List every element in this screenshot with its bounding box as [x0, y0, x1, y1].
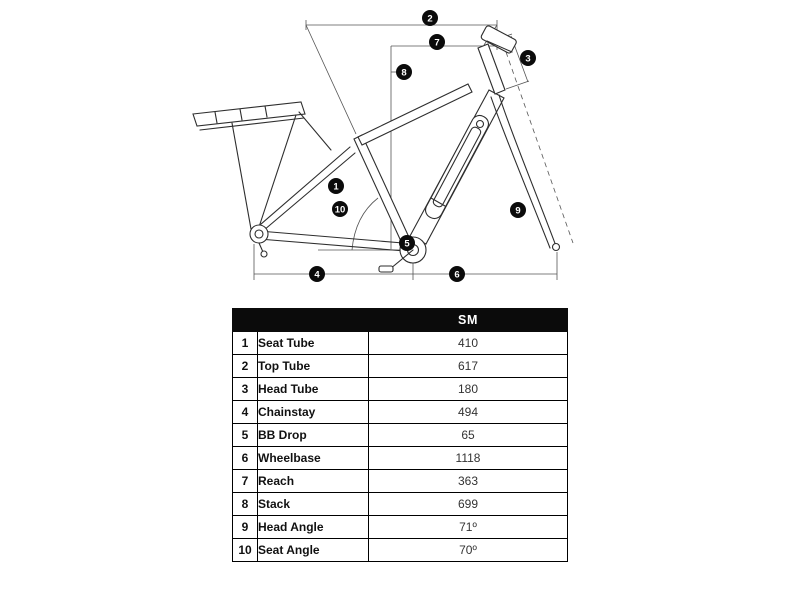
table-row: 10 Seat Angle 70º — [232, 538, 568, 562]
marker-5-circle — [399, 235, 415, 251]
rear-rack — [192, 101, 332, 231]
top-tube — [357, 83, 473, 146]
table-row: 5 BB Drop 65 — [232, 423, 568, 447]
row-label: Seat Tube — [257, 331, 369, 355]
marker-3-label: 3 — [525, 53, 530, 64]
row-label: Seat Angle — [257, 538, 369, 562]
marker-9-label: 9 — [515, 205, 520, 216]
row-num: 5 — [232, 423, 258, 447]
table-row: 9 Head Angle 71º — [232, 515, 568, 539]
row-value: 180 — [368, 377, 568, 401]
row-value: 699 — [368, 492, 568, 516]
marker-7-circle — [429, 34, 445, 50]
row-label: Stack — [257, 492, 369, 516]
marker-4-label: 4 — [314, 269, 320, 280]
table-row: 3 Head Tube 180 — [232, 377, 568, 401]
row-label: BB Drop — [257, 423, 369, 447]
marker-1-label: 1 — [333, 181, 339, 192]
table-header-row: SM — [232, 308, 568, 332]
row-num: 3 — [232, 377, 258, 401]
row-num: 4 — [232, 400, 258, 424]
row-label: Wheelbase — [257, 446, 369, 470]
geometry-table: SM 1 Seat Tube 410 2 Top Tube 617 3 Head… — [232, 308, 568, 562]
marker-8-circle — [396, 64, 412, 80]
marker-4-circle — [309, 266, 325, 282]
row-value: 617 — [368, 354, 568, 378]
header-num-cell — [232, 308, 258, 332]
row-label: Top Tube — [257, 354, 369, 378]
table-row: 2 Top Tube 617 — [232, 354, 568, 378]
head-tube — [477, 43, 506, 95]
marker-1: 1 — [328, 178, 344, 194]
marker-8: 8 — [396, 64, 412, 80]
marker-2-label: 2 — [427, 13, 432, 24]
chainstays — [258, 230, 406, 252]
marker-1-circle — [328, 178, 344, 194]
rear-hub — [249, 224, 269, 258]
row-num: 9 — [232, 515, 258, 539]
seat-stays — [252, 146, 356, 237]
table-row: 6 Wheelbase 1118 — [232, 446, 568, 470]
row-value: 363 — [368, 469, 568, 493]
marker-5-label: 5 — [404, 238, 410, 249]
row-num: 1 — [232, 331, 258, 355]
row-value: 494 — [368, 400, 568, 424]
bike-frame-diagram: 1 2 3 4 5 6 7 8 — [192, 10, 574, 282]
header-label-cell — [257, 308, 369, 332]
row-value: 1118 — [368, 446, 568, 470]
row-label: Chainstay — [257, 400, 369, 424]
marker-7-label: 7 — [434, 37, 439, 48]
row-num: 7 — [232, 469, 258, 493]
marker-4: 4 — [309, 266, 325, 282]
marker-7: 7 — [429, 34, 445, 50]
marker-10: 10 — [332, 201, 348, 217]
row-value: 70º — [368, 538, 568, 562]
marker-9-circle — [510, 202, 526, 218]
row-num: 2 — [232, 354, 258, 378]
marker-5: 5 — [399, 235, 415, 251]
size-header: SM — [368, 308, 568, 332]
table-row: 7 Reach 363 — [232, 469, 568, 493]
marker-6-circle — [449, 266, 465, 282]
marker-10-circle — [332, 201, 348, 217]
row-value: 410 — [368, 331, 568, 355]
fork — [490, 94, 561, 252]
stem-display — [480, 25, 517, 54]
row-label: Head Angle — [257, 515, 369, 539]
row-value: 65 — [368, 423, 568, 447]
row-label: Reach — [257, 469, 369, 493]
row-num: 10 — [232, 538, 258, 562]
table-row: 8 Stack 699 — [232, 492, 568, 516]
marker-9: 9 — [510, 202, 526, 218]
marker-8-label: 8 — [401, 67, 406, 78]
marker-6: 6 — [449, 266, 465, 282]
front-dropout — [551, 242, 561, 252]
table-row: 4 Chainstay 494 — [232, 400, 568, 424]
row-num: 8 — [232, 492, 258, 516]
row-value: 71º — [368, 515, 568, 539]
marker-10-label: 10 — [335, 204, 346, 215]
pedal — [378, 265, 394, 273]
marker-3-circle — [520, 50, 536, 66]
marker-2-circle — [422, 10, 438, 26]
marker-6-label: 6 — [454, 269, 459, 280]
row-label: Head Tube — [257, 377, 369, 401]
marker-3: 3 — [520, 50, 536, 66]
table-row: 1 Seat Tube 410 — [232, 331, 568, 355]
marker-2: 2 — [422, 10, 438, 26]
seat-tube — [353, 134, 414, 251]
row-num: 6 — [232, 446, 258, 470]
battery — [425, 114, 489, 220]
